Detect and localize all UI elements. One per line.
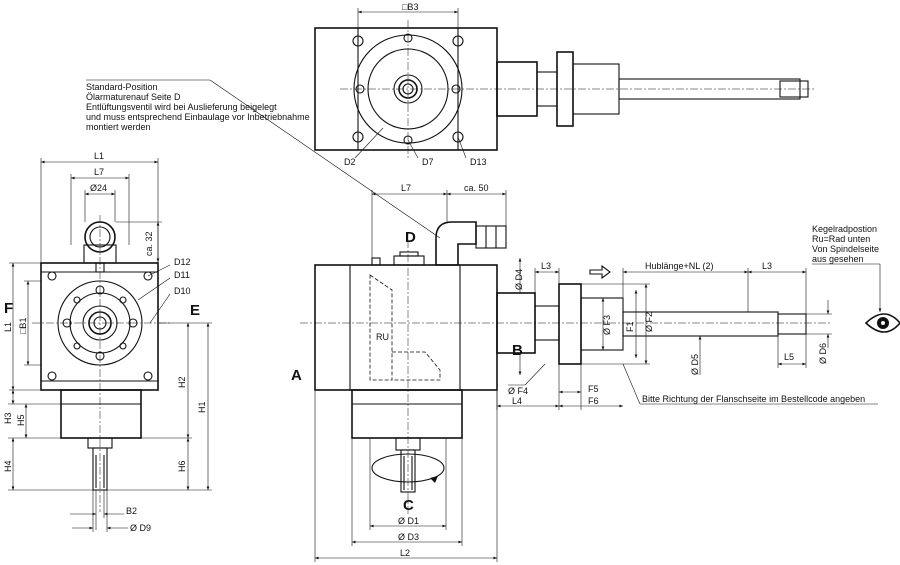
label-l1-vert: L1: [3, 322, 13, 332]
label-ca32: ca. 32: [144, 231, 154, 256]
label-stroke: Hublänge+NL (2): [645, 261, 713, 271]
label-h3: H3: [3, 412, 13, 424]
note-line: Ru=Rad unten: [812, 234, 870, 244]
label-ru: RU: [376, 332, 389, 342]
label-f2: Ø F2: [644, 312, 654, 332]
label-h6: H6: [177, 460, 187, 472]
label-d24: Ø24: [90, 183, 107, 193]
view-letter-a: A: [291, 367, 302, 384]
eye-icon: [864, 313, 900, 333]
label-f5: F5: [588, 384, 599, 394]
label-h1: H1: [197, 401, 207, 413]
label-ca50: ca. 50: [464, 183, 489, 193]
label-d5: Ø D5: [690, 354, 700, 375]
view-letter-c: C: [403, 497, 414, 514]
label-front-l7: L7: [401, 183, 411, 193]
note-line: Kegelradpostion: [812, 224, 877, 234]
label-d9: Ø D9: [130, 523, 151, 533]
label-b3: □B3: [402, 2, 418, 12]
label-l4: L4: [512, 396, 522, 406]
note-flange: Bitte Richtung der Flanschseite im Beste…: [622, 363, 878, 405]
label-l3-right: L3: [762, 261, 772, 271]
label-b2: B2: [126, 506, 137, 516]
arrow-right-icon: [589, 264, 611, 280]
note-standard-position: Standard-Position Ölarmaturenauf Seite D…: [86, 79, 441, 239]
top-view: □B3 D2 D7 D13: [314, 2, 815, 167]
label-b1: □B1: [18, 318, 28, 334]
view-letter-f: F: [4, 300, 13, 317]
view-letter-d: D: [405, 229, 416, 246]
label-d7: D7: [422, 157, 434, 167]
label-d6: Ø D6: [818, 343, 828, 364]
label-l5: L5: [784, 352, 794, 362]
label-d13: D13: [470, 157, 487, 167]
label-h4: H4: [3, 460, 13, 472]
label-d11: D11: [174, 270, 190, 280]
label-d10: D10: [174, 286, 191, 296]
note-line: montiert werden: [86, 122, 151, 132]
note-line: aus gesehen: [812, 254, 864, 264]
note-line: und muss entsprechend Einbaulage vor Inb…: [86, 112, 310, 122]
side-view: L1 L7 Ø24 ca. 32 D12 D11 D10 L1 □B1: [3, 151, 212, 533]
note-bevel-position: Kegelradpostion Ru=Rad unten Von Spindel…: [812, 224, 882, 312]
note-line: Von Spindelseite: [812, 244, 879, 254]
label-l3-left: L3: [541, 261, 551, 271]
note-line: Ölarmaturenauf Seite D: [86, 92, 181, 102]
label-d4: Ø D4: [514, 269, 524, 290]
label-f6: F6: [588, 396, 599, 406]
note-flange-text: Bitte Richtung der Flanschseite im Beste…: [642, 394, 865, 404]
label-h5: H5: [16, 414, 26, 426]
label-d1: Ø D1: [398, 516, 419, 526]
label-d12: D12: [174, 257, 191, 267]
label-l1: L1: [94, 151, 104, 161]
view-letter-e: E: [190, 302, 200, 319]
front-view: RU L7 ca. 50: [300, 183, 832, 562]
label-f1: F1: [625, 321, 635, 332]
note-line: Entlüftungsventil wird bei Auslieferung …: [86, 102, 277, 112]
label-d3: Ø D3: [398, 532, 419, 542]
label-h2: H2: [177, 376, 187, 388]
view-letter-b: B: [512, 342, 523, 359]
label-f3: Ø F3: [602, 315, 612, 335]
label-f4: Ø F4: [508, 386, 528, 396]
label-l7: L7: [94, 167, 104, 177]
note-line: Standard-Position: [86, 82, 158, 92]
label-d2: D2: [344, 157, 356, 167]
label-l2: L2: [400, 548, 410, 558]
